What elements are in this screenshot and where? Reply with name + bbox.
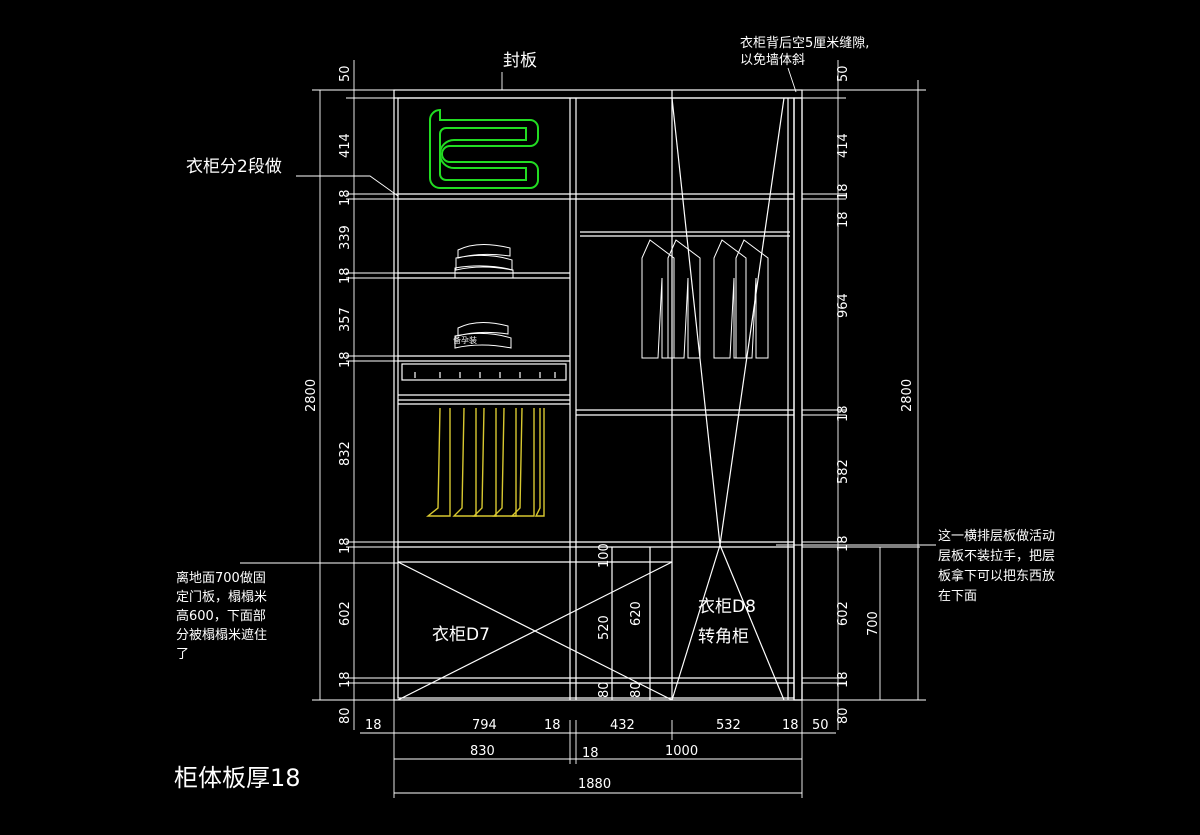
dim-right-18c: 18: [836, 405, 851, 422]
right-note-1: 这一横排层板做活动: [938, 528, 1055, 544]
dim-left-80: 80: [338, 707, 353, 724]
dim-bottom-794: 794: [472, 718, 497, 733]
dim-right-total: 2800: [900, 379, 915, 412]
dim-right-964: 964: [836, 293, 851, 318]
dim-bottom-18c: 18: [782, 718, 799, 733]
dim-inner-620: 620: [629, 601, 644, 626]
dim-bottom-total: 1880: [578, 777, 611, 792]
dim-right-602: 602: [836, 601, 851, 626]
dim-left-339: 339: [338, 225, 353, 250]
left-note-4: 分被榻榻米遮住: [176, 627, 267, 643]
left-note-2: 定门板，榻榻米: [176, 590, 267, 605]
dim-bottom-18b: 18: [544, 718, 561, 733]
hanging-trousers-drawing: [426, 407, 545, 517]
back-gap-note-1: 衣柜背后空5厘米缝隙,: [740, 35, 869, 51]
dim-left-414: 414: [338, 133, 353, 158]
folded-blanket-drawing: [429, 108, 539, 189]
cabinet-frame: [393, 89, 803, 701]
leader-lines: [240, 67, 936, 564]
dim-left-50: 50: [338, 65, 353, 82]
back-gap-note-2: 以免墙体斜: [740, 53, 805, 68]
dim-left-18b: 18: [338, 267, 353, 284]
right-note-3: 板拿下可以把东西放: [938, 568, 1055, 584]
dim-right-18d: 18: [836, 535, 851, 552]
cabinet-d8-label-1: 衣柜D8: [698, 597, 756, 617]
dim-left-602: 602: [338, 601, 353, 626]
dim-bottom-830: 830: [470, 744, 495, 759]
hanging-shirts-drawing: [641, 239, 769, 359]
cabinet-d7-label: 衣柜D7: [432, 625, 490, 645]
dim-right-582: 582: [836, 459, 851, 484]
left-dimension-lines: [312, 60, 398, 730]
drawing-title: 柜体板厚18: [174, 764, 301, 792]
dim-inner-520: 520: [597, 615, 612, 640]
dim-right-80: 80: [836, 707, 851, 724]
right-dimension-lines: [802, 60, 926, 730]
dim-left-18e: 18: [338, 671, 353, 688]
dim-left-18d: 18: [338, 537, 353, 554]
dim-right-18a: 18: [836, 183, 851, 200]
fengban-label: 封板: [503, 51, 537, 71]
dim-bottom-18a: 18: [365, 718, 382, 733]
dim-bottom-50: 50: [812, 718, 829, 733]
right-note-2: 层板不装拉手，把层: [938, 549, 1055, 564]
dim-right-700: 700: [866, 611, 881, 636]
dim-left-832: 832: [338, 441, 353, 466]
left-note-1: 离地面700做固: [176, 570, 266, 586]
cabinet-d8-label-2: 转角柜: [698, 627, 749, 647]
dim-inner-80b: 80: [629, 681, 644, 698]
small-tag-label: 备孕装: [453, 335, 477, 345]
folded-clothes-drawing: [454, 244, 514, 349]
dim-bottom-532: 532: [716, 718, 741, 733]
dim-left-18c: 18: [338, 351, 353, 368]
dim-left-357: 357: [338, 307, 353, 332]
dim-bottom-1000: 1000: [665, 744, 698, 759]
dim-right-414: 414: [836, 133, 851, 158]
dim-right-18e: 18: [836, 671, 851, 688]
inner-dimension-lines: [611, 547, 651, 700]
dim-right-18b: 18: [836, 211, 851, 228]
left-note-5: 了: [176, 647, 189, 662]
left-note-3: 高600，下面部: [176, 608, 266, 624]
dim-right-50: 50: [836, 65, 851, 82]
dim-inner-100: 100: [597, 543, 612, 568]
dim-left-18a: 18: [338, 189, 353, 206]
bottom-dimension-lines: [360, 700, 836, 798]
dim-left-total: 2800: [304, 379, 319, 412]
split-label: 衣柜分2段做: [186, 157, 282, 177]
right-note-4: 在下面: [938, 589, 977, 604]
dim-inner-80a: 80: [597, 681, 612, 698]
dim-bottom-432: 432: [610, 718, 635, 733]
dim-bottom-18d: 18: [582, 746, 599, 761]
